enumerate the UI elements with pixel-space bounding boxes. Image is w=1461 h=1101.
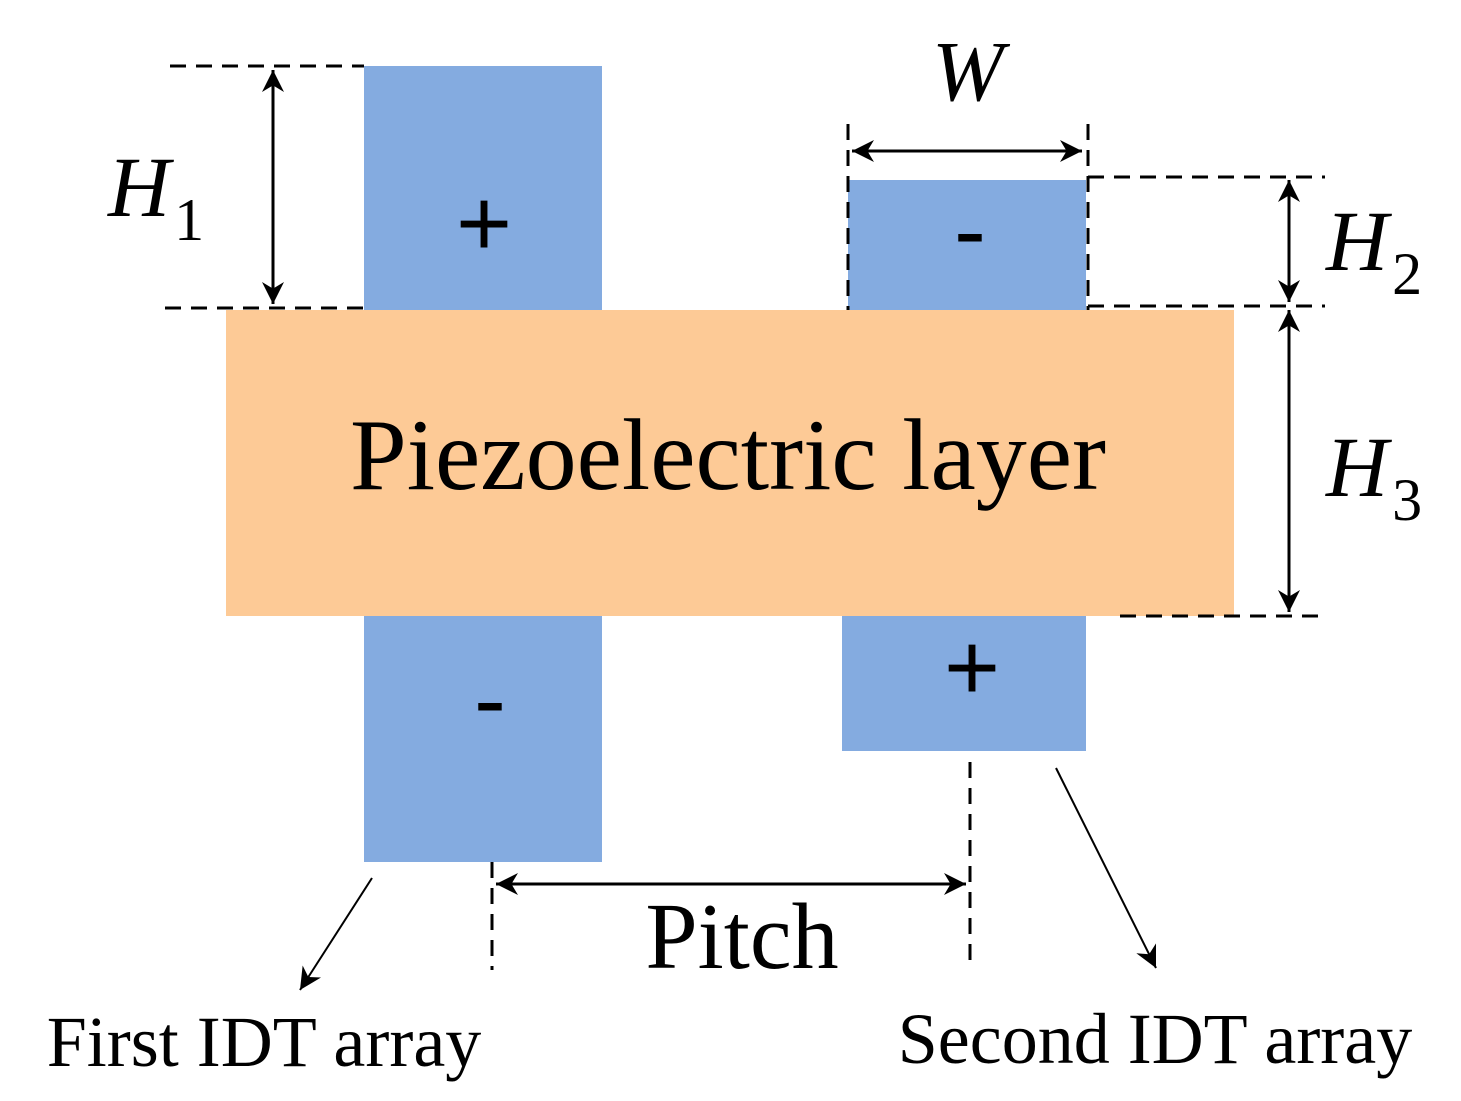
dashed-guides [165, 64, 1325, 970]
second-idt-bottom-electrode [842, 616, 1086, 751]
h1-label: H1 [107, 139, 204, 253]
second-idt-top-electrode [848, 180, 1086, 312]
second-idt-leader [1055, 767, 1157, 969]
first-idt-bottom-sign: - [474, 646, 506, 753]
h2-label: H2 [1325, 193, 1422, 307]
w-label: W [932, 23, 1011, 119]
second-idt-label: Second IDT array [898, 999, 1412, 1079]
second-idt-bottom-sign: + [944, 614, 1000, 721]
leader-arrows [299, 767, 1157, 991]
piezoelectric-layer-label: Piezoelectric layer [350, 399, 1106, 512]
dimension-arrows [262, 70, 1300, 895]
first-idt-label: First IDT array [47, 1002, 482, 1082]
h3-label: H3 [1325, 419, 1422, 533]
first-idt-bottom-electrode [364, 616, 602, 862]
first-idt-top-sign: + [456, 170, 512, 277]
first-idt-leader [299, 877, 373, 991]
pitch-label: Pitch [645, 885, 838, 989]
piezoelectric-layer [226, 310, 1234, 616]
second-idt-top-sign: - [954, 177, 986, 284]
first-idt-top-electrode [364, 66, 602, 312]
